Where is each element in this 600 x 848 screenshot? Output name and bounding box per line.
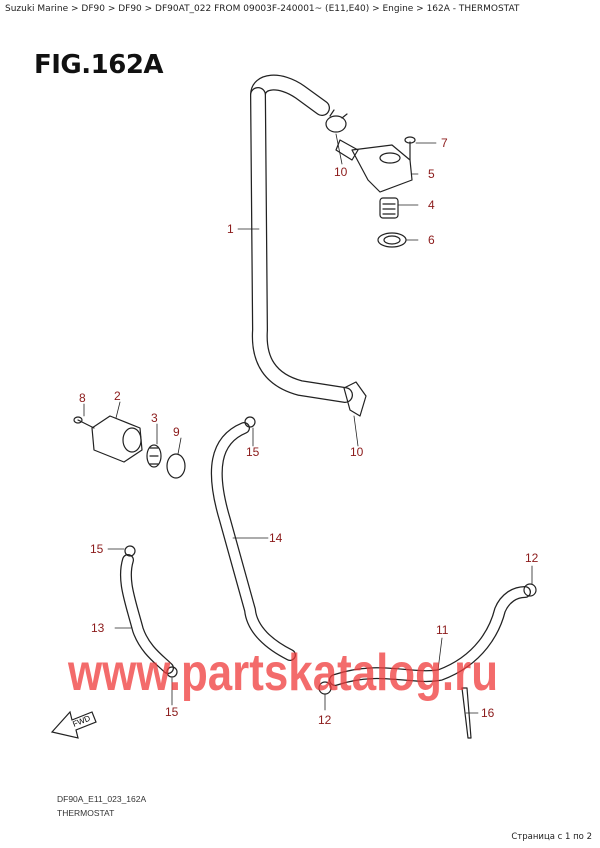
callout-15c[interactable]: 15 [165, 705, 179, 719]
clip-15c[interactable] [166, 666, 178, 678]
thermostat-3[interactable] [146, 444, 162, 468]
clamp-10-bottom[interactable] [343, 381, 367, 417]
diagram-code: DF90A_E11_023_162A [57, 794, 147, 804]
hose-1[interactable] [250, 74, 353, 403]
callout-15a[interactable]: 15 [246, 445, 260, 459]
hose-13[interactable] [119, 554, 174, 674]
callout-5[interactable]: 5 [428, 167, 435, 181]
callout-12a[interactable]: 12 [525, 551, 539, 565]
callout-2[interactable]: 2 [114, 389, 121, 403]
bolt-7[interactable] [404, 136, 416, 161]
callout-15b[interactable]: 15 [90, 542, 104, 556]
callout-7[interactable]: 7 [441, 136, 448, 150]
callout-1[interactable]: 1 [227, 222, 234, 236]
thermostat-cover-5[interactable] [335, 139, 413, 193]
callout-4[interactable]: 4 [428, 198, 435, 212]
watermark: www.partskatalog.ru [67, 644, 498, 702]
hose-14[interactable] [210, 422, 296, 661]
callout-16[interactable]: 16 [481, 706, 495, 720]
callout-13[interactable]: 13 [91, 621, 105, 635]
housing-2[interactable] [91, 415, 143, 463]
breadcrumb[interactable]: Suzuki Marine > DF90 > DF90 > DF90AT_022… [5, 4, 520, 14]
thermostat-4[interactable] [379, 197, 399, 219]
diagram-name: THERMOSTAT [57, 808, 115, 818]
clamp-10-top[interactable] [325, 109, 348, 133]
callout-9[interactable]: 9 [173, 425, 180, 439]
callout-14[interactable]: 14 [269, 531, 283, 545]
callout-8[interactable]: 8 [79, 391, 86, 405]
callout-10a[interactable]: 10 [334, 165, 348, 179]
pager: Страница с 1 по 2 [511, 832, 592, 842]
clip-15b[interactable] [124, 545, 136, 557]
callout-3[interactable]: 3 [151, 411, 158, 425]
hose-11[interactable] [329, 586, 531, 686]
clip-15a[interactable] [244, 416, 256, 428]
callout-10b[interactable]: 10 [350, 445, 364, 459]
callout-12b[interactable]: 12 [318, 713, 332, 727]
seal-6[interactable] [377, 232, 407, 248]
o-ring-9[interactable] [166, 453, 186, 479]
clamp-12a[interactable] [523, 583, 537, 597]
callout-11[interactable]: 11 [436, 623, 449, 637]
fwd-arrow-icon: FWD [50, 710, 97, 739]
tie-16[interactable] [461, 687, 472, 739]
bolt-8[interactable] [73, 416, 95, 429]
figure-title: FIG.162A [34, 50, 164, 80]
callout-6[interactable]: 6 [428, 233, 435, 247]
